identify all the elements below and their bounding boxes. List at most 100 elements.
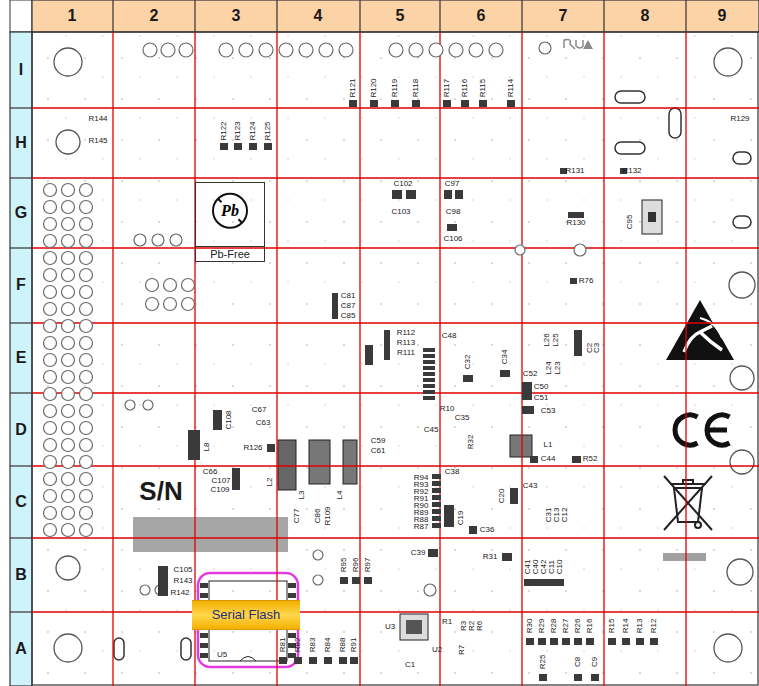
via-hole — [80, 456, 93, 469]
component-designator: R81 — [279, 638, 287, 653]
via-hole — [146, 279, 159, 292]
solder-pad — [432, 502, 441, 507]
solder-pad — [447, 224, 457, 231]
solder-pad — [288, 593, 296, 598]
mounting-holes — [54, 48, 755, 662]
chip-notch — [240, 657, 256, 662]
board-artwork — [276, 0, 277, 32]
board-artwork — [729, 272, 755, 298]
solder-pad — [548, 579, 556, 586]
component-designator: R30 — [526, 619, 534, 634]
row-header: B — [15, 567, 27, 583]
board-artwork — [32, 322, 759, 323]
board-artwork — [10, 177, 32, 178]
component-designator: L1 — [544, 441, 553, 449]
via-hole — [62, 218, 75, 231]
via-hole — [80, 354, 93, 367]
component-designator: R29 — [538, 619, 546, 634]
via-hole — [429, 43, 443, 57]
column-header: 3 — [232, 8, 241, 24]
component-designator: C39 — [411, 549, 426, 557]
component-designator: C19 — [457, 511, 465, 526]
component-designator: C1 — [405, 661, 415, 669]
solder-pad — [432, 509, 441, 514]
esd-hand — [684, 326, 722, 352]
via-hole — [44, 252, 57, 265]
lead-free-slash — [218, 199, 242, 223]
component-designator: R52 — [583, 455, 598, 463]
via-hole — [125, 400, 135, 410]
component-designator: C108 — [225, 410, 233, 429]
component-designator: R6 — [476, 621, 484, 631]
via-hole — [62, 303, 75, 316]
solder-pad — [200, 593, 208, 598]
via-hole — [182, 279, 195, 292]
solder-pad — [423, 372, 435, 376]
via-hole — [44, 490, 57, 503]
board-artwork — [10, 107, 32, 108]
solder-pad — [423, 360, 435, 364]
via-hole — [279, 43, 293, 57]
component-designator: R125 — [264, 121, 272, 140]
via-hole — [62, 524, 75, 537]
component-designator: C36 — [480, 526, 495, 534]
solder-pad — [432, 516, 441, 521]
via-hole — [80, 201, 93, 214]
via-hole — [44, 286, 57, 299]
via-hole — [146, 298, 159, 311]
via-hole — [449, 43, 463, 57]
board-artwork — [32, 465, 759, 466]
component-designator: C98 — [446, 208, 461, 216]
component-designator: R88 — [339, 638, 347, 653]
via-hole — [80, 184, 93, 197]
solder-pad — [200, 643, 208, 648]
solder-pad — [539, 674, 547, 681]
serial-number-mark: S/N — [139, 478, 182, 504]
board-artwork — [714, 634, 742, 662]
component-designator: C44 — [541, 455, 556, 463]
esd-symbol — [666, 300, 734, 360]
component-designator: R116 — [461, 79, 469, 98]
solder-pad — [443, 100, 451, 107]
solder-pad — [339, 657, 347, 664]
solder-pad — [200, 633, 208, 638]
via-hole — [80, 252, 93, 265]
component-designator: R119 — [391, 79, 399, 98]
solder-pad — [636, 638, 644, 645]
via-hole — [62, 456, 75, 469]
solder-pad — [423, 378, 435, 382]
board-artwork — [669, 108, 681, 138]
component-designator: C95 — [626, 215, 634, 230]
via-hole — [62, 422, 75, 435]
weee-bin — [664, 476, 712, 530]
solder-pad — [391, 100, 399, 107]
component-designator: R113 — [397, 339, 416, 347]
solder-pad — [526, 638, 534, 645]
board-artwork — [603, 0, 604, 32]
via-hole — [259, 43, 273, 57]
component-designator: C77 — [293, 509, 301, 524]
solder-pad — [538, 638, 546, 645]
solder-pad — [469, 526, 477, 534]
component-designator: C67 — [252, 406, 267, 414]
solder-pad — [502, 553, 512, 561]
capacitor-body — [642, 200, 662, 234]
component-designator: R26 — [574, 619, 582, 634]
board-artwork — [603, 32, 604, 686]
component-designator: C20 — [498, 489, 506, 504]
component-designator: R28 — [550, 619, 558, 634]
ce-mark — [707, 415, 729, 445]
component-designator: R123 — [234, 121, 242, 140]
via-hole — [44, 218, 57, 231]
via-hole — [515, 245, 525, 255]
row-header: I — [19, 62, 23, 78]
via-hole — [44, 201, 57, 214]
component-designator: R131 — [565, 167, 584, 175]
column-header: 1 — [68, 8, 77, 24]
component-designator: C9 — [591, 657, 599, 667]
via-hole — [80, 422, 93, 435]
board-frame — [32, 32, 758, 685]
component-designator: R83 — [309, 638, 317, 653]
via-hole — [44, 422, 57, 435]
via-hole — [62, 439, 75, 452]
